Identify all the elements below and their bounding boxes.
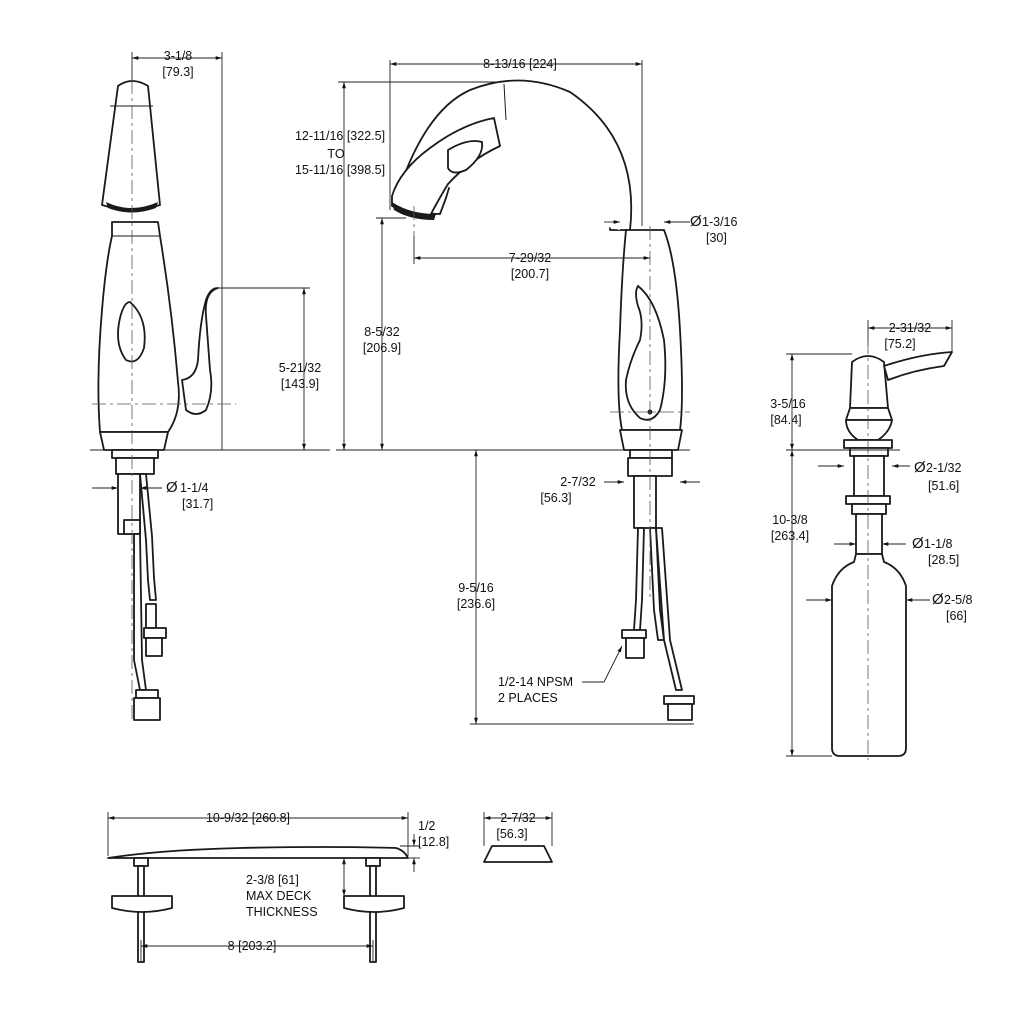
deck-plate [107, 846, 409, 859]
soap-shank-dia-dim-mm: [28.5] [928, 553, 959, 567]
front-base-dia-dim: 2-7/32 [560, 475, 595, 489]
side-shank-dia-dim: 1-1/4 [180, 481, 209, 495]
soap-bottle-dia-dim: 2-5/8 [944, 593, 973, 607]
soap-total-length-dim-mm: [263.4] [771, 529, 809, 543]
soap-total-length-dim: 10-3/8 [772, 513, 807, 527]
pump-head [849, 355, 889, 409]
soap-pump-reach-dim-mm: [75.2] [884, 337, 915, 351]
soap-pump-height-dim: 3-5/16 [770, 397, 805, 411]
soap-bottle-dia-dim-mm: [66] [946, 609, 967, 623]
side-shank-dia-symbol: Ø [166, 479, 178, 496]
soap-flange-dia-dim: 2-1/32 [926, 461, 961, 475]
deck-max-thickness-line2: MAX DECK [246, 889, 312, 903]
deck-thickness-dim-mm: [12.8] [418, 835, 449, 849]
deck-plate-view [107, 812, 420, 963]
front-spout-reach-dim-mm: [200.7] [511, 267, 549, 281]
side-handle-height-dim-mm: [143.9] [281, 377, 319, 391]
front-spout-dia-dim: 1-3/16 [702, 215, 737, 229]
front-spout-height-dim-mm: [206.9] [363, 341, 401, 355]
escutcheon-dia-dim-mm: [56.3] [496, 827, 527, 841]
front-supply-length-dim: 9-5/16 [458, 581, 493, 595]
front-height-dim-line3: 15-11/16 [398.5] [295, 163, 385, 177]
side-width-dim: 3-1/8 [164, 49, 193, 63]
front-supply-length-dim-mm: [236.6] [457, 597, 495, 611]
escutcheon [483, 845, 553, 863]
front-base-dia-dim-mm: [56.3] [540, 491, 571, 505]
faucet-front-view [336, 60, 700, 725]
spray-head-side [101, 80, 161, 211]
front-reach-dim: 8-13/16 [224] [483, 57, 557, 71]
soap-shank-dia-dim: 1-1/8 [924, 537, 953, 551]
front-connection-note-line1: 1/2-14 NPSM [498, 675, 573, 689]
escutcheon-dia-dim: 2-7/32 [500, 811, 535, 825]
soap-flange-dia-dim-mm: [51.6] [928, 479, 959, 493]
soap-bottle [831, 553, 907, 757]
front-connection-note-line2: 2 PLACES [498, 691, 558, 705]
side-handle-height-dim: 5-21/32 [279, 361, 321, 375]
soap-shank-dia-symbol: Ø [912, 535, 924, 552]
deck-max-thickness-line3: THICKNESS [246, 905, 318, 919]
soap-pump-reach-dim: 2-31/32 [889, 321, 931, 335]
front-spout-height-dim: 8-5/32 [364, 325, 399, 339]
front-height-dim-line1: 12-11/16 [322.5] [295, 129, 385, 143]
side-width-dim-mm: [79.3] [162, 65, 193, 79]
soap-dispenser-view [786, 320, 953, 760]
deck-thickness-dim: 1/2 [418, 819, 435, 833]
front-spout-dia-dim-mm: [30] [706, 231, 727, 245]
front-height-dim-line2: TO [327, 147, 344, 161]
soap-pump-height-dim-mm: [84.4] [770, 413, 801, 427]
front-spout-reach-dim: 7-29/32 [509, 251, 551, 265]
faucet-side-view [90, 52, 330, 721]
front-spout-dia-symbol: Ø [690, 213, 702, 230]
deck-hole-spacing-dim: 8 [203.2] [228, 939, 277, 953]
deck-length-dim: 10-9/32 [260.8] [206, 811, 290, 825]
soap-bottle-dia-symbol: Ø [932, 591, 944, 608]
handle-side [181, 287, 219, 415]
escutcheon-view [483, 812, 553, 863]
side-shank-dia-dim-mm: [31.7] [182, 497, 213, 511]
deck-max-thickness-line1: 2-3/8 [61] [246, 873, 299, 887]
soap-flange-dia-symbol: Ø [914, 459, 926, 476]
